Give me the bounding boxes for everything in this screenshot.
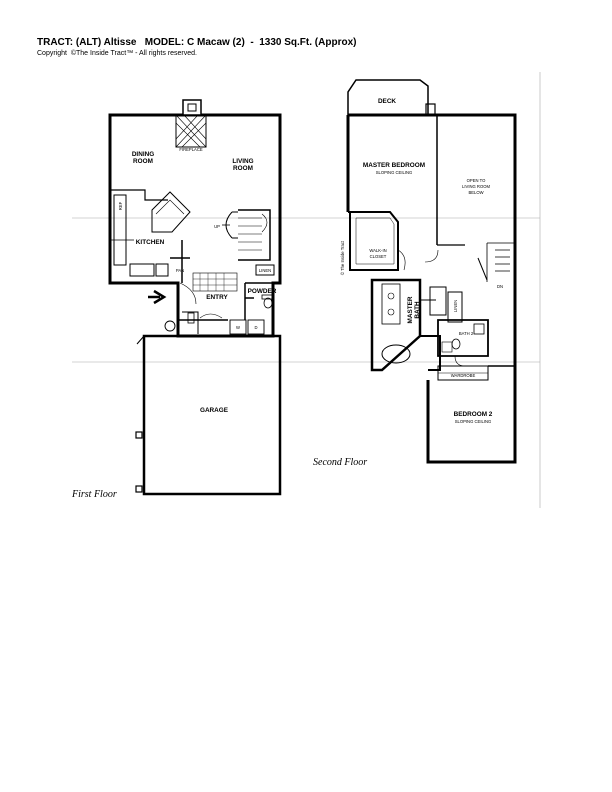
pantry-label: PAN [176, 268, 184, 273]
powder-room-label: POWDER [248, 288, 277, 295]
living-room-label-1: LIVING [232, 158, 253, 165]
dining-room-label-2: ROOM [133, 158, 153, 165]
stairs-up-label: UP [214, 224, 220, 229]
second-floor-plan [346, 79, 517, 464]
page-header: TRACT: (ALT) Altisse MODEL: C Macaw (2) … [37, 37, 356, 58]
fireplace-label: FIREPLACE [179, 147, 202, 152]
page-title: TRACT: (ALT) Altisse MODEL: C Macaw (2) … [37, 37, 357, 48]
linen-closet-label: LINEN [453, 300, 458, 312]
kitchen-label: KITCHEN [136, 239, 165, 246]
refrigerator-label: REF [118, 201, 123, 210]
master-bedroom-label: MASTER BEDROOM [363, 162, 425, 169]
open-to-below-label-2: LIVING ROOM [462, 184, 490, 189]
linen-label: LINEN [259, 268, 271, 273]
bedroom-2-ceiling-label: SLOPING CEILING [455, 419, 492, 424]
dining-room-label-1: DINING [132, 151, 154, 158]
master-bath-label-2: BATH [414, 301, 421, 319]
living-room-label-2: ROOM [233, 165, 253, 172]
open-to-below-label-3: BELOW [468, 190, 483, 195]
dryer-label: D [254, 325, 257, 330]
wardrobe-label: WARDROBE [451, 373, 476, 378]
stairs-down-label: DN [497, 284, 503, 289]
bath-2-label: BATH 2 [459, 331, 474, 336]
master-bedroom-ceiling-label: SLOPING CEILING [376, 170, 413, 175]
first-floor-labels: FIREPLACE DINING ROOM LIVING ROOM REF KI… [71, 147, 277, 500]
copyright-watermark: © The Inside Tract [340, 240, 345, 275]
bedroom-2-label: BEDROOM 2 [454, 411, 493, 418]
master-bath-label-1: MASTER [407, 296, 414, 323]
deck-label: DECK [378, 98, 396, 105]
second-floor-label: Second Floor [313, 457, 367, 468]
open-to-below-label-1: OPEN TO [467, 178, 486, 183]
first-floor-plan [108, 99, 282, 496]
copyright-notice: Copyright ©The Inside Tract™ - All right… [37, 50, 197, 57]
entry-label: ENTRY [206, 294, 228, 301]
walk-in-closet-label-1: WALK-IN [369, 248, 386, 253]
second-floor-labels: DECK MASTER BEDROOM SLOPING CEILING OPEN… [313, 98, 503, 468]
washer-label: W [236, 325, 240, 330]
guide-lines [72, 72, 541, 508]
first-floor-label: First Floor [71, 489, 117, 500]
walk-in-closet-label-2: CLOSET [370, 254, 387, 259]
garage-label: GARAGE [200, 407, 229, 414]
